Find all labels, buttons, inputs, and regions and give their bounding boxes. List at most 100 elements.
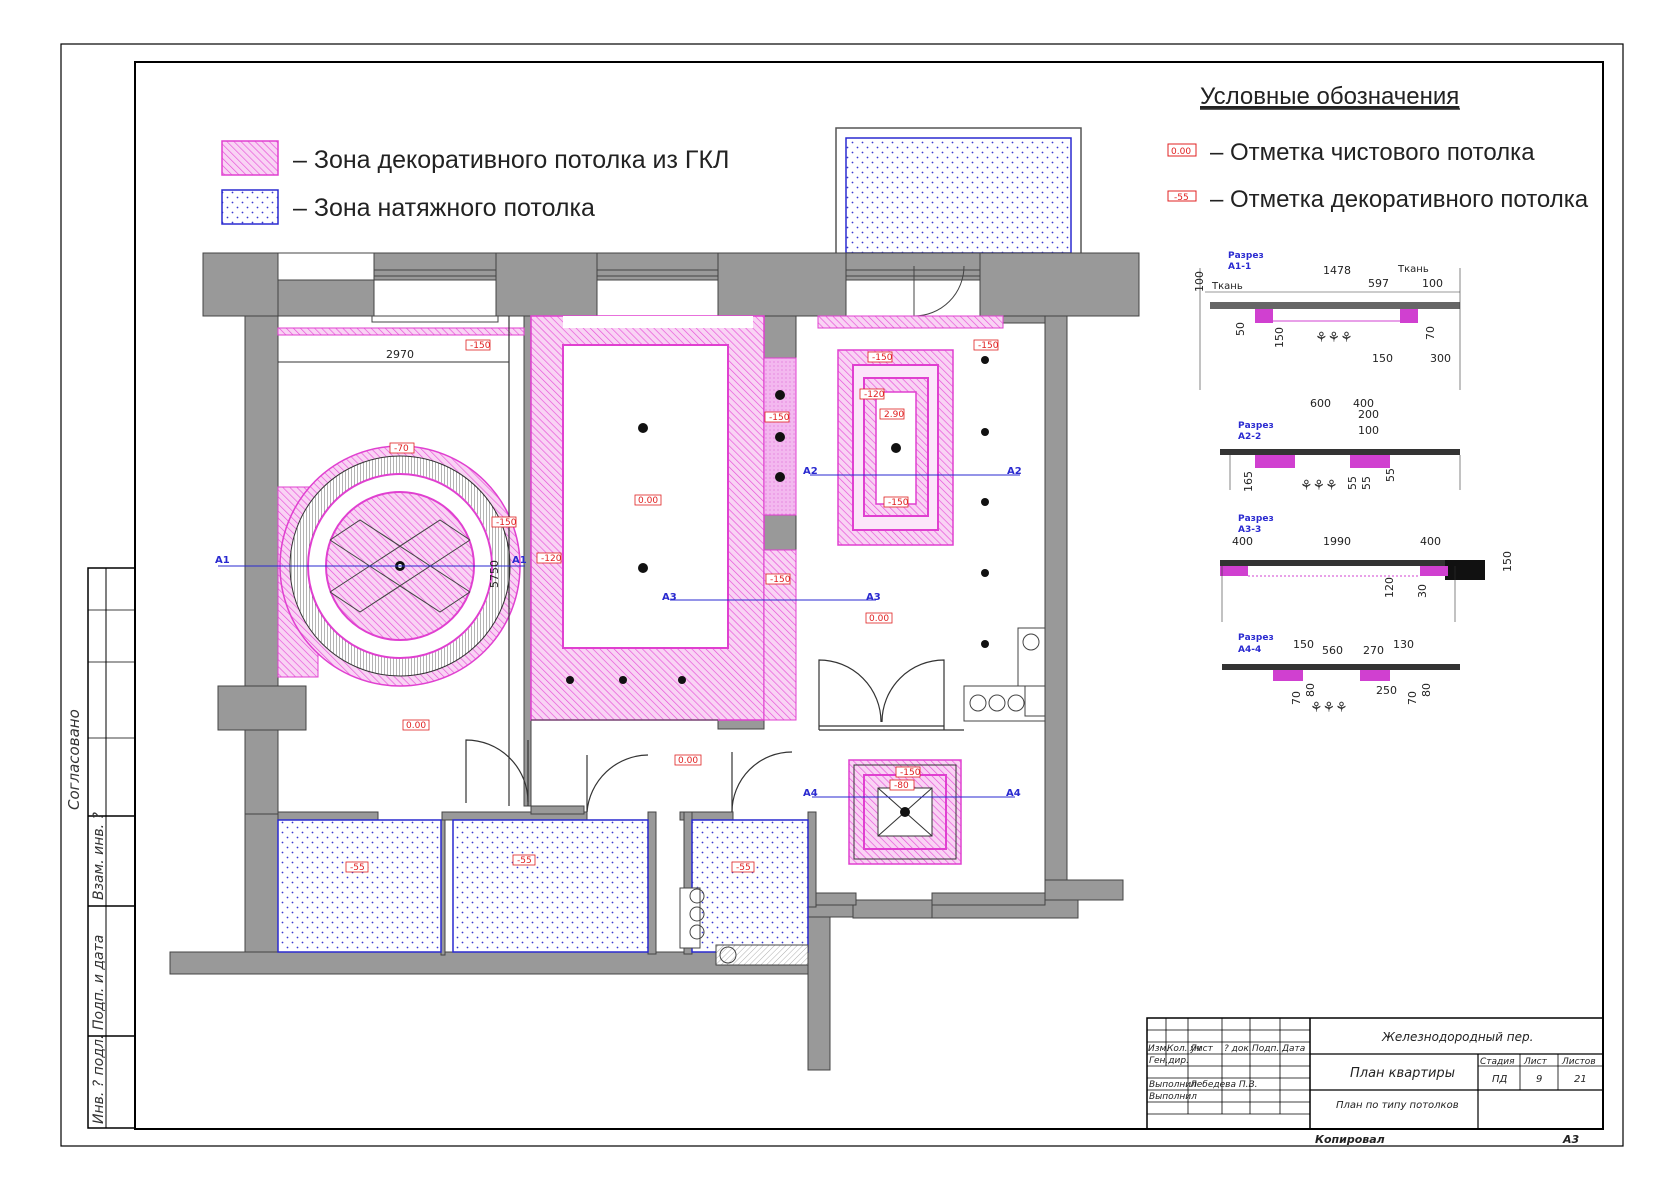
svg-text:-55: -55 (517, 856, 532, 866)
svg-text:А1-1: А1-1 (1228, 262, 1251, 272)
deco-mark-sample: -55 (1174, 193, 1189, 203)
svg-text:100: 100 (1422, 277, 1443, 290)
svg-text:150: 150 (1273, 327, 1286, 348)
sheet-value: 9 (1536, 1074, 1542, 1085)
svg-text:-150: -150 (978, 341, 999, 351)
section-tag-a2: А2 (1007, 466, 1022, 477)
stretch-room-3 (691, 819, 809, 953)
title-block (1146, 1017, 1604, 1130)
svg-text:А2-2: А2-2 (1238, 432, 1261, 442)
svg-text:-150: -150 (888, 498, 909, 508)
legend-stretch-label: – Зона натяжного потолка (293, 194, 595, 222)
svg-text:⚘⚘⚘: ⚘⚘⚘ (1310, 700, 1348, 716)
dim-2970: 2970 (386, 348, 414, 361)
outer-frame (60, 43, 1624, 1147)
inv-swap-label: Взам. инв. ? (91, 812, 107, 900)
svg-text:⚘⚘⚘: ⚘⚘⚘ (1315, 330, 1353, 346)
svg-text:Разрез: Разрез (1228, 251, 1264, 261)
svg-text:55: 55 (1360, 476, 1373, 490)
performer-name: Лебедева П.В. (1189, 1080, 1258, 1090)
svg-text:А4: А4 (1006, 788, 1021, 799)
svg-text:Разрез: Разрез (1238, 421, 1274, 431)
elevation-marks: -150 -150 -150 -150 -70 -150 -120 -150 -… (345, 339, 999, 873)
svg-text:-150: -150 (496, 518, 517, 528)
section-tag-a4: А4 (803, 788, 818, 799)
svg-text:А2: А2 (803, 466, 818, 477)
svg-text:Стадия: Стадия (1480, 1057, 1515, 1067)
svg-text:400: 400 (1420, 535, 1441, 548)
svg-text:Разрез: Разрез (1238, 514, 1274, 524)
svg-text:-150: -150 (769, 413, 790, 423)
svg-text:30: 30 (1416, 584, 1429, 598)
svg-text:600: 600 (1310, 397, 1331, 410)
wall-right (1044, 315, 1068, 901)
sheet-title: План по типу потолков (1336, 1100, 1459, 1111)
sheets-value: 21 (1574, 1074, 1587, 1085)
performed-label: Выполнил (1149, 1080, 1197, 1090)
agreed-label: Согласовано (65, 709, 83, 810)
stage-value: ПД (1492, 1074, 1508, 1085)
svg-text:130: 130 (1393, 638, 1414, 651)
svg-text:Дата: Дата (1281, 1044, 1305, 1054)
svg-text:Разрез: Разрез (1238, 633, 1274, 643)
svg-text:150: 150 (1372, 352, 1393, 365)
svg-text:55: 55 (1346, 476, 1359, 490)
svg-text:Ткань: Ткань (1211, 281, 1243, 292)
svg-text:А1: А1 (512, 555, 527, 566)
sign-date-label: Подп. и дата (91, 935, 107, 1030)
legend-gkl-label: – Зона декоративного потолка из ГКЛ (293, 146, 729, 174)
svg-text:0.00: 0.00 (869, 614, 889, 624)
section-a4: Разрез А4-4 150 560 270 130 250 70 80 70… (1222, 633, 1460, 716)
section-tag-a3: А3 (662, 592, 677, 603)
svg-text:А3: А3 (866, 592, 881, 603)
svg-text:70: 70 (1406, 691, 1419, 705)
svg-text:270: 270 (1363, 644, 1384, 657)
svg-text:0.00: 0.00 (678, 756, 698, 766)
svg-text:70: 70 (1424, 326, 1437, 340)
deco-mark-swatch (1167, 190, 1197, 202)
svg-text:400: 400 (1232, 535, 1253, 548)
floor-plan: А1 А1 А2 А2 А3 А3 А4 А4 2970 5750 -150 -… (169, 127, 1140, 1071)
svg-text:Кол. уч: Кол. уч (1167, 1044, 1201, 1054)
legend-title: Условные обозначения (1200, 83, 1459, 110)
svg-text:560: 560 (1322, 644, 1343, 657)
side-stamp: Согласовано Взам. инв. ? Подп. и дата Ин… (65, 567, 136, 1129)
finish-mark-swatch (1167, 143, 1197, 157)
svg-text:-80: -80 (894, 781, 909, 791)
wall-left (244, 315, 279, 815)
section-a3: Разрез А3-3 400 1990 400 150 120 30 (1220, 514, 1514, 622)
svg-text:⚘⚘⚘: ⚘⚘⚘ (1300, 478, 1338, 494)
svg-text:Подп.: Подп. (1252, 1044, 1279, 1054)
legend-stretch-swatch (221, 189, 279, 225)
svg-text:0.00: 0.00 (638, 496, 658, 506)
svg-text:70: 70 (1290, 691, 1303, 705)
svg-text:400: 400 (1353, 397, 1374, 410)
svg-text:Листов: Листов (1561, 1057, 1596, 1067)
svg-text:0.00: 0.00 (406, 721, 426, 731)
finish-mark-label: – Отметка чистового потолка (1210, 139, 1535, 166)
svg-text:150: 150 (1293, 638, 1314, 651)
svg-text:120: 120 (1383, 577, 1396, 598)
svg-text:-150: -150 (470, 341, 491, 351)
finish-mark-sample: 0.00 (1171, 147, 1191, 157)
svg-text:2.90: 2.90 (884, 410, 904, 420)
svg-text:А3-3: А3-3 (1238, 525, 1261, 535)
svg-text:165: 165 (1242, 471, 1255, 492)
svg-text:-55: -55 (736, 863, 751, 873)
svg-text:55: 55 (1384, 468, 1397, 482)
svg-text:150: 150 (1501, 551, 1514, 572)
svg-text:-55: -55 (350, 863, 365, 873)
svg-text:-150: -150 (872, 353, 893, 363)
section-a2: Разрез А2-2 600 400 200 100 165 55 55 55… (1220, 397, 1461, 494)
drawing-title: План квартиры (1350, 1066, 1455, 1081)
stretch-room-1 (277, 819, 442, 953)
address-text: Железнодородный пер. (1381, 1030, 1533, 1044)
svg-text:? док.: ? док. (1224, 1044, 1252, 1054)
svg-text:Выполнил: Выполнил (1149, 1092, 1197, 1102)
svg-text:Изм.: Изм. (1148, 1044, 1169, 1054)
svg-text:100: 100 (1358, 424, 1379, 437)
svg-text:-120: -120 (541, 554, 562, 564)
svg-text:-150: -150 (770, 575, 791, 585)
svg-text:597: 597 (1368, 277, 1389, 290)
svg-text:-150: -150 (900, 768, 921, 778)
